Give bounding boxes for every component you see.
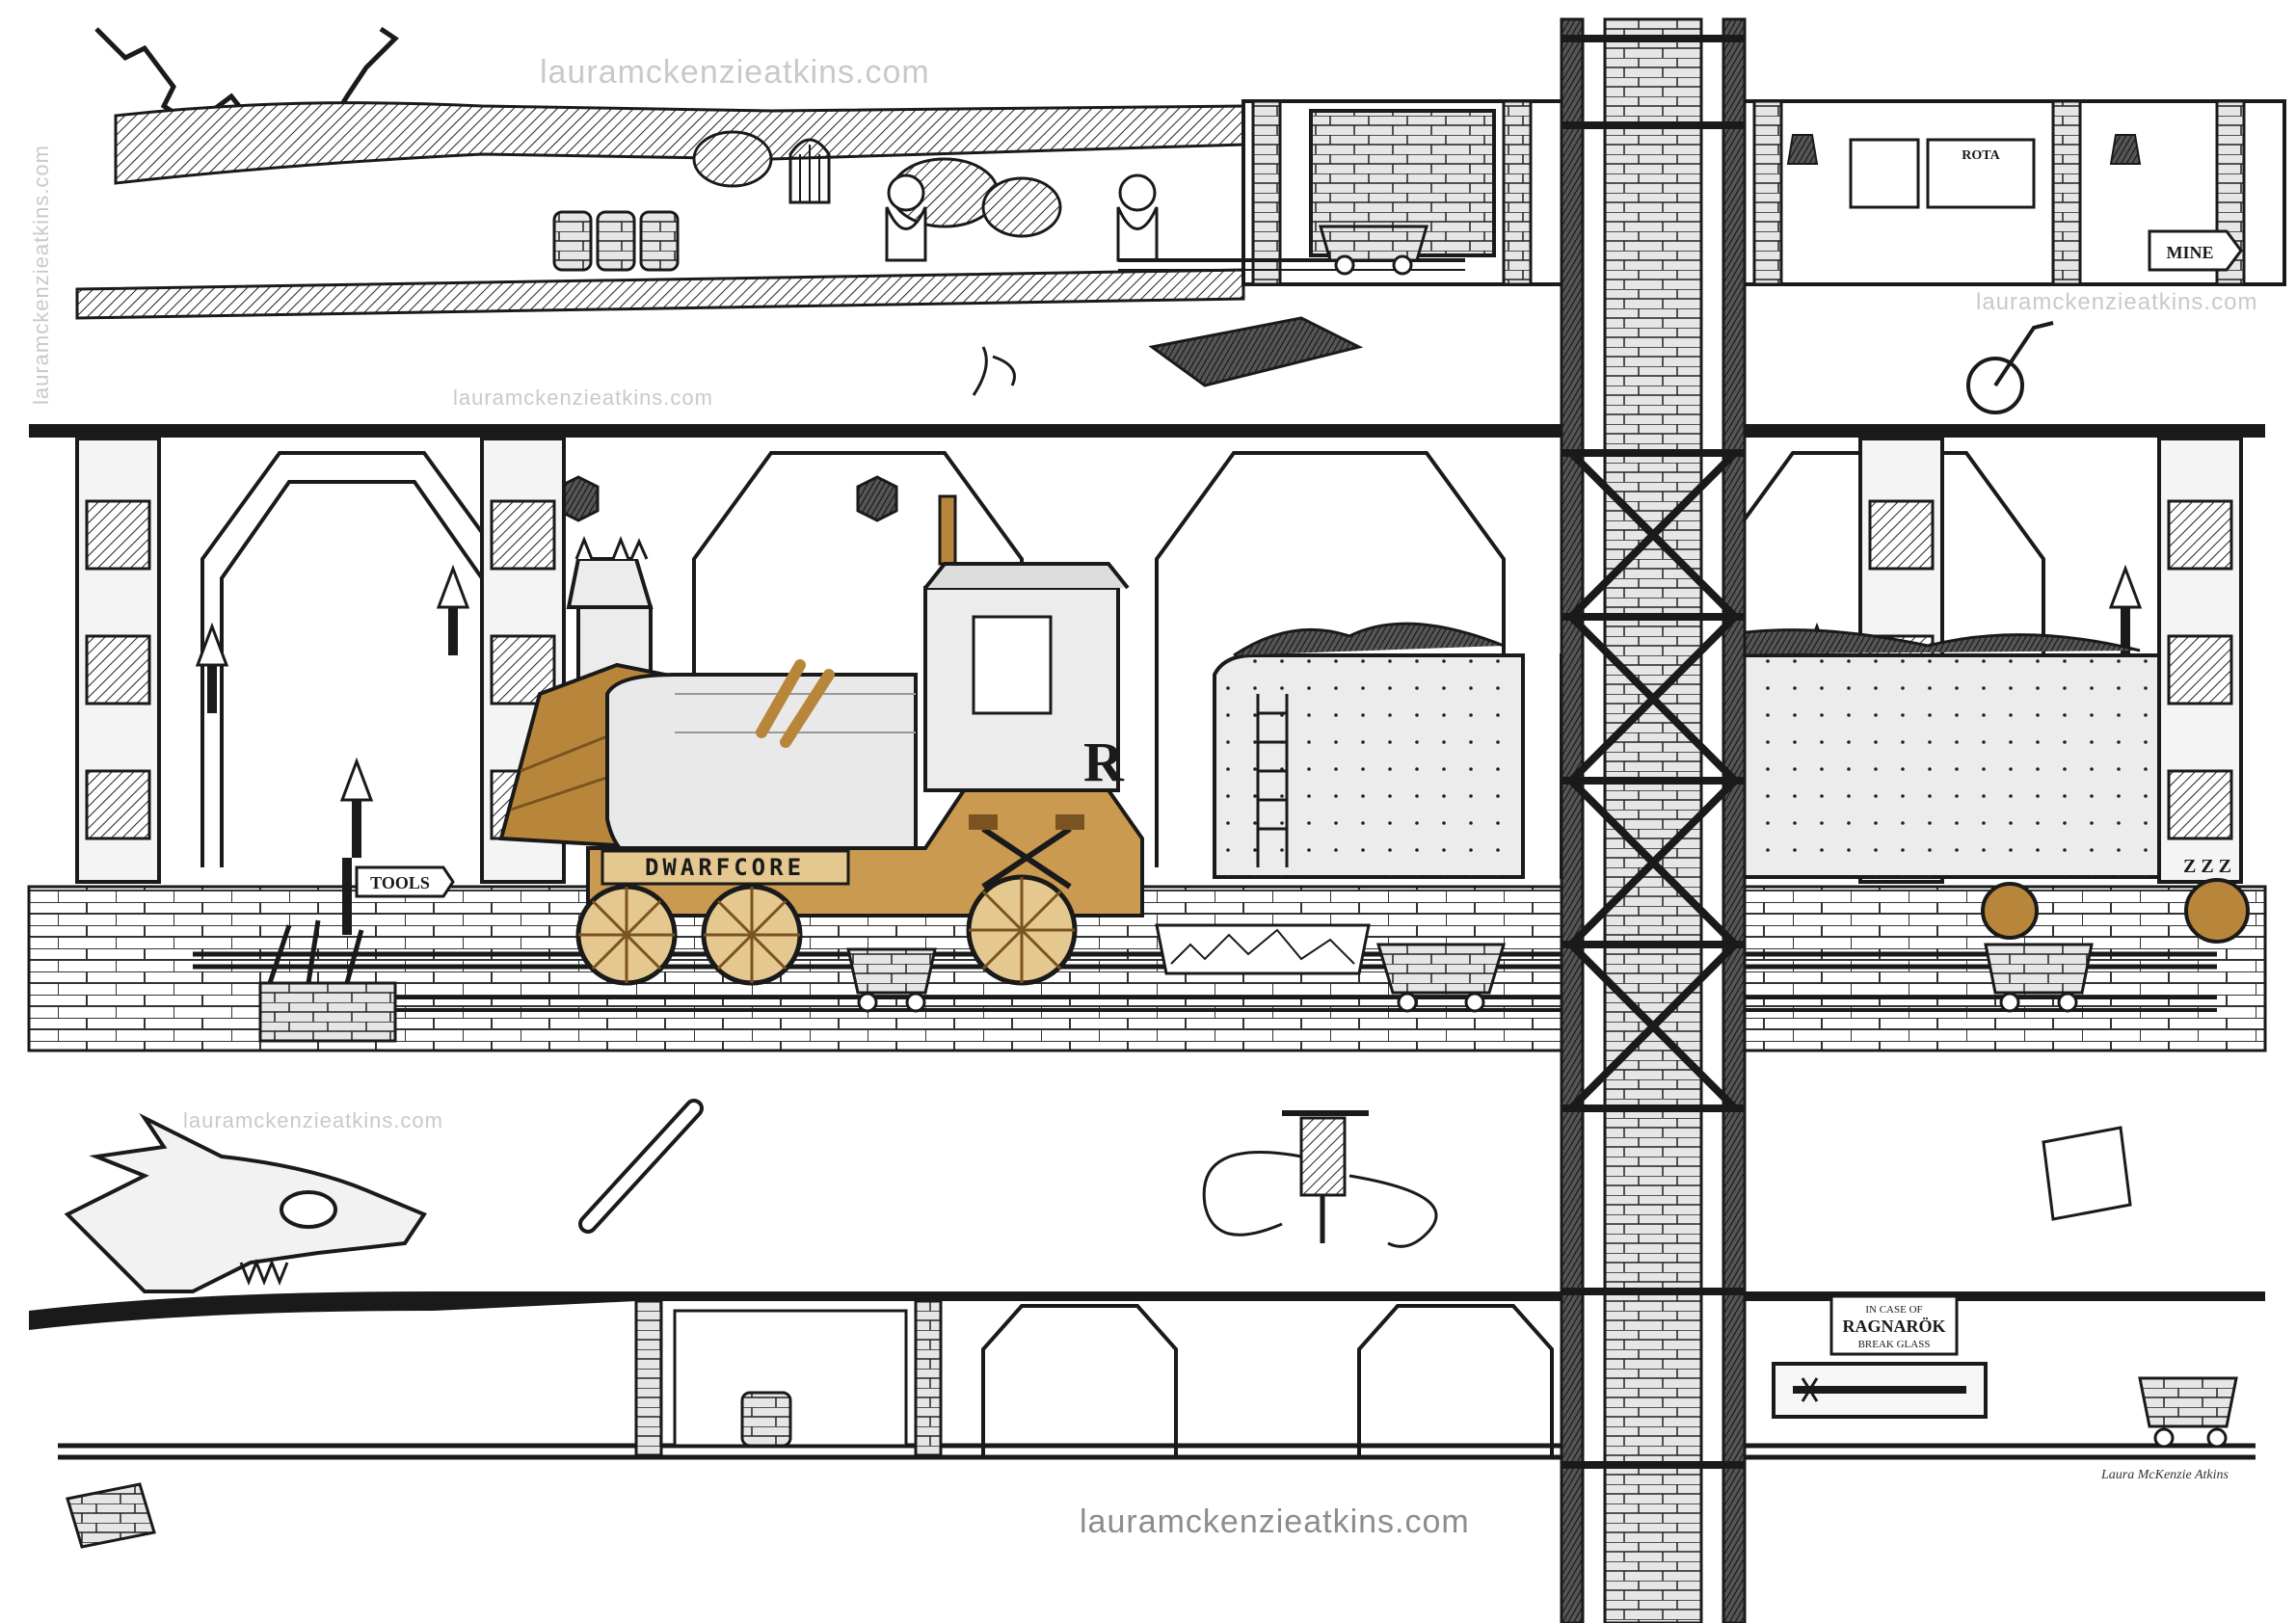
mine-shaft-tower: [1560, 17, 1747, 1623]
locomotive-wheel: [575, 884, 678, 986]
wagon-wheel: [1981, 878, 2250, 944]
treasure-chest-icon: [66, 1482, 156, 1549]
torch-icon: [339, 757, 374, 858]
birdcage-icon: [788, 138, 831, 204]
barrel-group: [552, 210, 680, 272]
watermark-bottom: lauramckenzieatkins.com: [1080, 1503, 1470, 1540]
notice-board: ROTA: [1849, 138, 2036, 209]
watermark-vertical: lauramckenzieatkins.com: [29, 145, 53, 405]
bone-icon: [578, 1099, 704, 1234]
mine-cart: [1375, 943, 1507, 1013]
tools-sign-text: TOOLS: [370, 873, 430, 892]
watermark-top: lauramckenzieatkins.com: [540, 54, 930, 91]
watermark-left-low: lauramckenzieatkins.com: [183, 1108, 443, 1132]
tool-box: [258, 919, 397, 1043]
dwarf-figure: [1116, 173, 1159, 262]
crossed-hammers-icon: [969, 814, 1084, 890]
watermark-right: lauramckenzieatkins.com: [1976, 289, 2258, 315]
dragon-skull: [64, 1112, 428, 1293]
rune-r: R: [1083, 731, 1125, 793]
unicycle-icon: [1966, 321, 2054, 414]
lantern-icon: [2109, 134, 2142, 165]
ragnarok-line-2: RAGNARÖK: [1843, 1317, 1946, 1336]
stone-arch: [981, 1304, 1554, 1455]
torch-icon: [2108, 564, 2143, 655]
snore-text: Z Z Z: [2183, 856, 2231, 877]
artist-signature: Laura McKenzie Atkins: [2101, 1468, 2229, 1482]
rota-sign-text: ROTA: [1962, 148, 2000, 163]
jackhammer-icon: [1202, 1110, 1438, 1248]
main-hall: TOOLS R: [27, 424, 2267, 1052]
mine-sign-text: MINE: [2167, 243, 2214, 262]
carved-pillar: [2157, 437, 2243, 884]
top-cave-level: ROTA MINE: [75, 26, 2286, 320]
torch-icon: [436, 564, 470, 655]
locomotive-wheel: [701, 884, 803, 986]
timber-posts: [634, 1299, 943, 1457]
locomotive-wheel: [966, 874, 1078, 986]
timber-posts: [1251, 99, 2246, 286]
mine-cart: [2138, 1376, 2238, 1449]
ore-wagon: [1213, 622, 1525, 879]
lantern-icon: [1786, 134, 1819, 165]
bottom-cave-level: IN CASE OF RAGNARÖK BREAK GLASS: [29, 1099, 2265, 1549]
tools-sign: TOOLS: [342, 858, 455, 935]
mine-cart: [1319, 225, 1428, 276]
book-icon: [2042, 1126, 2132, 1221]
carved-pillar: [75, 437, 161, 884]
torch-icon: [195, 622, 229, 713]
watermark-left-mid: lauramckenzieatkins.com: [453, 386, 713, 410]
glass-case: [1772, 1362, 1988, 1419]
ragnarok-line-1: IN CASE OF: [1865, 1304, 1922, 1316]
dwarfcore-locomotive: R DWARFCORE: [498, 494, 1144, 986]
mine-sign: MINE: [2148, 229, 2243, 272]
coffin: [1148, 316, 1364, 387]
mine-cart: [846, 947, 937, 1013]
root-icon: [972, 346, 1016, 396]
mine-cart: [1984, 943, 2094, 1013]
ragnarok-sign: IN CASE OF RAGNARÖK BREAK GLASS: [1829, 1294, 1959, 1356]
dwarf-figure: [885, 173, 927, 262]
ragnarok-line-3: BREAK GLASS: [1858, 1339, 1931, 1350]
locomotive-nameplate: DWARFCORE: [645, 854, 805, 881]
